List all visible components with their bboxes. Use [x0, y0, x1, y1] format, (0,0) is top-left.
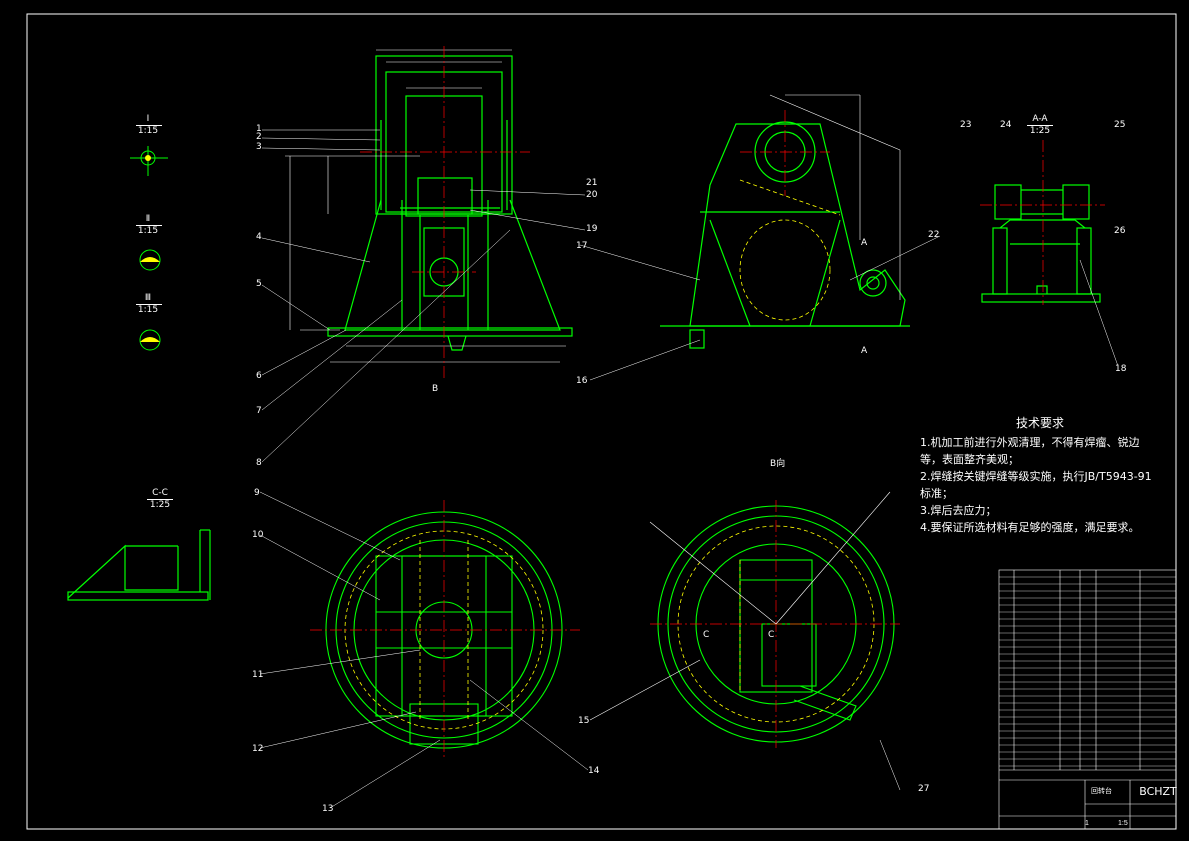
cc-title: C-C: [152, 488, 168, 498]
balloon-20: 20: [586, 190, 598, 200]
aa-centerlines: [980, 140, 1105, 305]
balloon-26: 26: [1114, 226, 1126, 236]
balloon-7: 7: [256, 406, 262, 416]
balloon-13: 13: [322, 804, 334, 814]
view-ii-label: Ⅱ 1:15: [136, 214, 162, 236]
cc-section: [67, 529, 211, 601]
b-view-centerlines: [650, 500, 900, 748]
front-view: [327, 55, 573, 351]
view-iii-label: Ⅲ 1:15: [136, 293, 162, 315]
balloon-11: 11: [252, 670, 264, 680]
balloon-2: 2: [256, 132, 262, 142]
balloon-6: 6: [256, 371, 262, 381]
aa-title: A-A: [1032, 114, 1048, 124]
cc-scale: 1:25: [149, 500, 171, 510]
cc-label: C-C 1:25: [140, 488, 180, 510]
marker-a1: A: [861, 238, 868, 248]
aa-scale: 1:25: [1029, 126, 1051, 136]
top-view-centerlines: [310, 500, 580, 760]
drawing-code: BCHZT: [1139, 785, 1177, 798]
balloon-4: 4: [256, 232, 262, 242]
balloon-12: 12: [252, 744, 264, 754]
b-view-leaders: [589, 491, 891, 721]
balloon-3: 3: [256, 142, 262, 152]
balloon-19: 19: [586, 224, 598, 234]
marker-c1: C: [703, 630, 710, 640]
sheet-frame: [26, 13, 1177, 830]
view-iii-title: Ⅲ: [144, 293, 152, 303]
view-iii-scale: 1:15: [137, 305, 159, 315]
tech-item-1: 1.机加工前进行外观清理，不得有焊瘤、锐边等，表面整齐美观；: [920, 436, 1140, 466]
front-view-centerlines: [360, 46, 530, 380]
balloon-16: 16: [576, 376, 588, 386]
aa-section: [981, 184, 1101, 303]
view-ii-title: Ⅱ: [145, 214, 151, 224]
drawing-scale: 1:5: [1118, 820, 1128, 827]
aa-label: A-A 1:25: [1020, 114, 1060, 136]
tech-item-4: 4.要保证所选材料有足够的强度，满足要求。: [920, 521, 1140, 534]
front-view-dimensions: [285, 49, 566, 363]
balloon-1: 1: [256, 124, 262, 134]
side-view-dimensions: [769, 94, 901, 300]
balloon-leaders: [259, 129, 1119, 809]
side-view-hidden: [739, 179, 841, 321]
marker-a2: A: [861, 346, 868, 356]
balloon-25: 25: [1114, 120, 1126, 130]
balloon-14: 14: [588, 766, 600, 776]
balloon-8: 8: [256, 458, 262, 468]
parts-list-rows: [999, 576, 1176, 767]
view-i-label: Ⅰ 1:15: [136, 114, 162, 136]
balloon-9: 9: [254, 488, 260, 498]
balloon-5: 5: [256, 279, 262, 289]
marker-c2: C: [768, 630, 775, 640]
marker-b: B: [432, 384, 439, 394]
tech-title: 技术要求: [1015, 416, 1064, 430]
detail-views: [130, 146, 168, 351]
balloon-23: 23: [960, 120, 972, 130]
part-qty: 1: [1085, 820, 1089, 827]
parts-list: [998, 569, 1177, 830]
part-name: 回转台: [1091, 788, 1112, 795]
b-view-label: B向: [770, 459, 786, 469]
view-i-title: Ⅰ: [146, 114, 150, 124]
balloon-15: 15: [578, 716, 590, 726]
balloon-18: 18: [1115, 364, 1127, 374]
balloon-17: 17: [576, 241, 588, 251]
balloon-21: 21: [586, 178, 598, 188]
technical-requirements: 技术要求 1.机加工前进行外观清理，不得有焊瘤、锐边等，表面整齐美观； 2.焊缝…: [920, 415, 1160, 536]
tech-item-2: 2.焊缝按关键焊缝等级实施，执行JB/T5943-91标准；: [920, 470, 1152, 500]
balloon-22: 22: [928, 230, 940, 240]
balloon-10: 10: [252, 530, 264, 540]
view-i-scale: 1:15: [137, 126, 159, 136]
view-ii-scale: 1:15: [137, 226, 159, 236]
side-view-centerlines: [740, 110, 830, 196]
balloon-27: 27: [918, 784, 930, 794]
balloon-24: 24: [1000, 120, 1012, 130]
detail-fills: [140, 155, 160, 342]
tech-item-3: 3.焊后去应力；: [920, 504, 997, 517]
